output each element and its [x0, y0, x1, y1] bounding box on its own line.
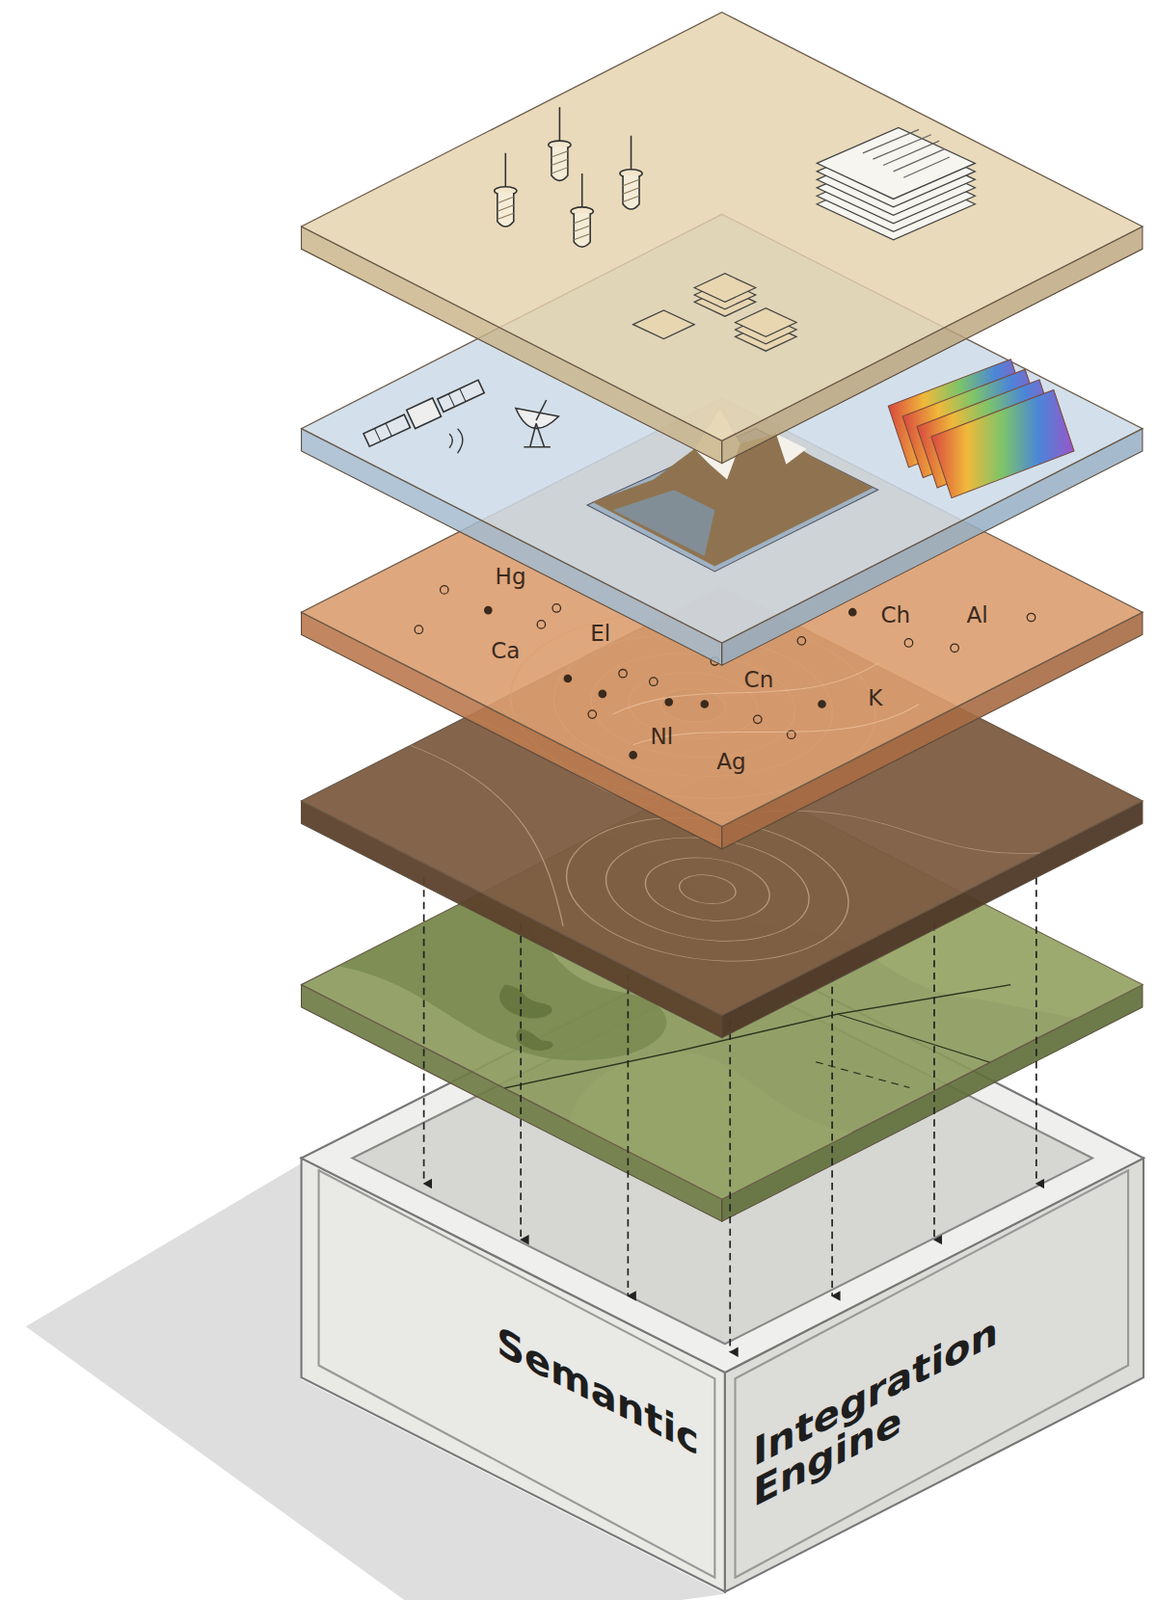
dish-feed [536, 400, 547, 421]
data-flow-arrow [728, 1021, 731, 1353]
tube-hatch [622, 179, 640, 202]
sample-dot [904, 639, 913, 647]
dish-stand [523, 423, 551, 447]
face-title: Integration Engine [753, 1299, 1020, 1515]
sample-dot [598, 690, 606, 698]
spectral-band [931, 389, 1075, 498]
tube-rod [630, 135, 633, 174]
document-lines [862, 129, 950, 178]
element-symbol: Nl [650, 724, 674, 750]
tube-rod [505, 153, 508, 191]
data-flow-arrow [831, 974, 834, 1296]
data-flow-arrow [423, 877, 426, 1184]
rock-unit [538, 1038, 855, 1200]
sample-dot [440, 586, 449, 594]
data-flow-arrow [626, 974, 629, 1296]
sample-dot [1026, 613, 1035, 621]
sample-dot [849, 608, 857, 616]
data-flow-arrow [933, 923, 936, 1240]
solar-panel [363, 414, 410, 447]
sample-dot [564, 674, 571, 682]
document-sheet [816, 127, 975, 199]
sample-dot [552, 604, 561, 613]
sample-dot [629, 752, 637, 759]
tube-hatch [573, 216, 591, 240]
data-tile [633, 310, 696, 340]
contour-line [668, 869, 748, 911]
tube-rod [559, 107, 562, 145]
sample-tube [570, 173, 593, 247]
element-symbol: Al [967, 602, 989, 628]
tube-hatch [497, 196, 514, 219]
tube-hatch [551, 151, 568, 174]
sample-dot [649, 677, 658, 686]
satellite-body [406, 398, 442, 430]
contour-line [619, 844, 795, 934]
element-symbol: K [867, 685, 883, 711]
data-tile [694, 273, 756, 303]
sample-dot [950, 644, 959, 652]
tube-rod [581, 173, 584, 212]
sample-dot [665, 699, 673, 706]
tube-body [497, 192, 514, 227]
element-symbol: Ag [716, 749, 746, 775]
sample-dot [700, 700, 708, 708]
panel-grid [375, 388, 467, 442]
sample-dot [537, 620, 545, 629]
sample-tube [619, 135, 643, 210]
sample-dot [414, 625, 423, 634]
layer-top [301, 12, 1143, 442]
tube-body [622, 175, 640, 210]
data-tile [735, 308, 798, 338]
element-symbol: Cn [744, 667, 775, 693]
solar-panel [437, 379, 485, 412]
sample-dot [797, 637, 806, 646]
face-title: Semantic [464, 1303, 730, 1479]
tube-body [573, 213, 591, 247]
signal-waves [449, 429, 463, 454]
element-symbol: Hg [495, 564, 527, 590]
element-symbol: Ch [881, 602, 912, 628]
terrain-shade [612, 489, 715, 557]
satellite-icon [362, 376, 486, 450]
dish-icon [515, 400, 559, 448]
sample-tube [494, 153, 517, 227]
engine-box: SemanticIntegration Engine [300, 1158, 1144, 1598]
sample-tube [548, 107, 571, 181]
fault-line [815, 1050, 910, 1100]
sample-dot [753, 715, 762, 724]
rock-pattern [455, 984, 593, 1055]
data-flow-arrow [519, 923, 522, 1240]
tube-body [551, 146, 568, 181]
field-data-layer [301, 12, 1143, 464]
fault-line [837, 999, 991, 1078]
element-symbol: El [590, 620, 611, 646]
sample-dot [588, 710, 596, 719]
sample-dot [618, 669, 627, 677]
data-flow-arrow [1035, 877, 1038, 1184]
sample-dot [484, 606, 492, 614]
element-symbol: Ca [490, 638, 520, 664]
sample-dot [818, 700, 826, 708]
